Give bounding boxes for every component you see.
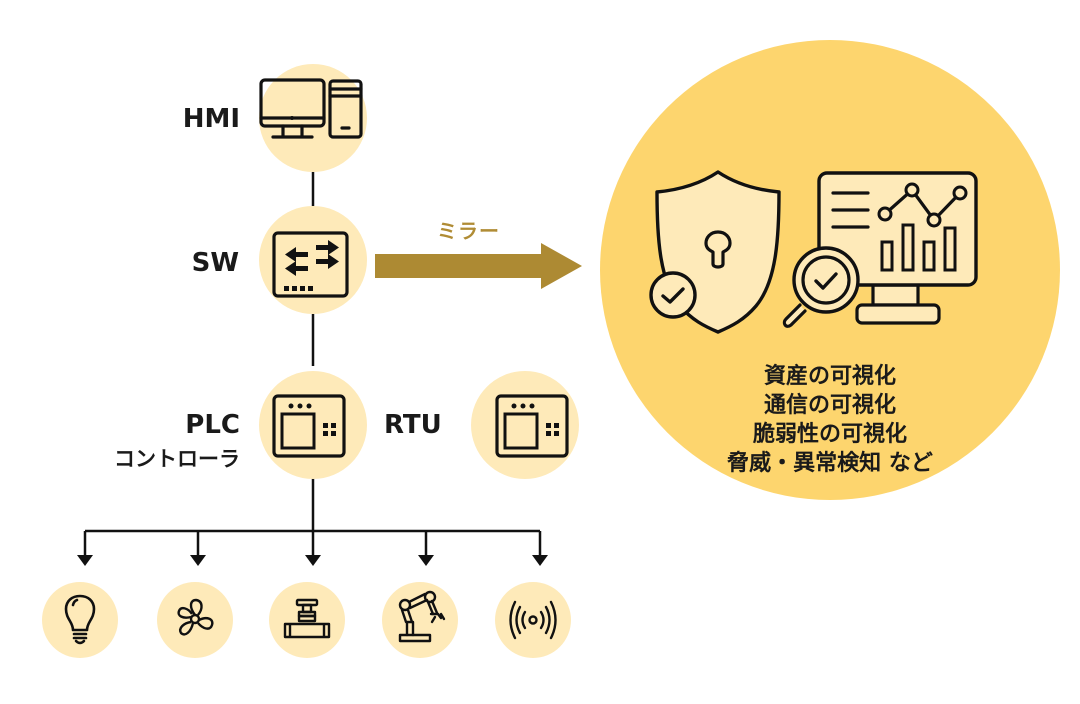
plc-sublabel: コントローラ <box>114 447 240 471</box>
field-device-fan <box>157 582 233 658</box>
drop-arrowheads <box>77 555 548 566</box>
mirror-arrow <box>375 243 582 289</box>
hmi-label: HMI <box>182 104 240 134</box>
plc-label: PLC <box>185 410 240 440</box>
keyhole-icon <box>704 230 732 269</box>
feature-item: 資産の可視化 <box>763 364 896 389</box>
mirror-arrow-shaft <box>375 254 545 278</box>
rtu-node <box>471 371 579 479</box>
controller-module-icon <box>272 394 346 458</box>
arrowhead-down-icon <box>77 555 93 566</box>
mirror-arrow-head-icon <box>541 243 582 289</box>
checkmark-icon <box>661 287 685 304</box>
feature-item: 通信の可視化 <box>763 393 896 418</box>
controller-module-icon <box>495 394 569 458</box>
magnifier-check-icon <box>782 246 860 328</box>
arrowhead-down-icon <box>305 555 321 566</box>
checkmark-icon <box>814 272 838 290</box>
mirror-label: ミラー <box>437 219 500 243</box>
feature-item: 脅威・異常検知 など <box>727 451 933 476</box>
valve-pipe-icon <box>283 598 331 639</box>
light-bulb-icon <box>64 594 96 645</box>
robot-arm-icon <box>398 590 446 643</box>
connector-lines <box>83 172 542 555</box>
field-device-sensor <box>495 582 571 658</box>
rtu-label: RTU <box>384 410 442 440</box>
wireless-sensor-icon <box>509 600 557 640</box>
field-device-robot <box>382 582 458 658</box>
shield-lock-check-icon <box>649 170 781 334</box>
network-switch-icon <box>272 231 349 298</box>
arrowhead-down-icon <box>418 555 434 566</box>
field-device-light <box>42 582 118 658</box>
sw-label: SW <box>191 248 239 278</box>
fan-icon <box>177 598 214 636</box>
feature-item: 脆弱性の可視化 <box>752 422 907 447</box>
arrowhead-down-icon <box>190 555 206 566</box>
dashboard-monitor-icon <box>817 171 978 325</box>
arrowhead-down-icon <box>532 555 548 566</box>
monitoring-feature-list: 資産の可視化 通信の可視化 脆弱性の可視化 脅威・異常検知 など <box>700 362 960 478</box>
